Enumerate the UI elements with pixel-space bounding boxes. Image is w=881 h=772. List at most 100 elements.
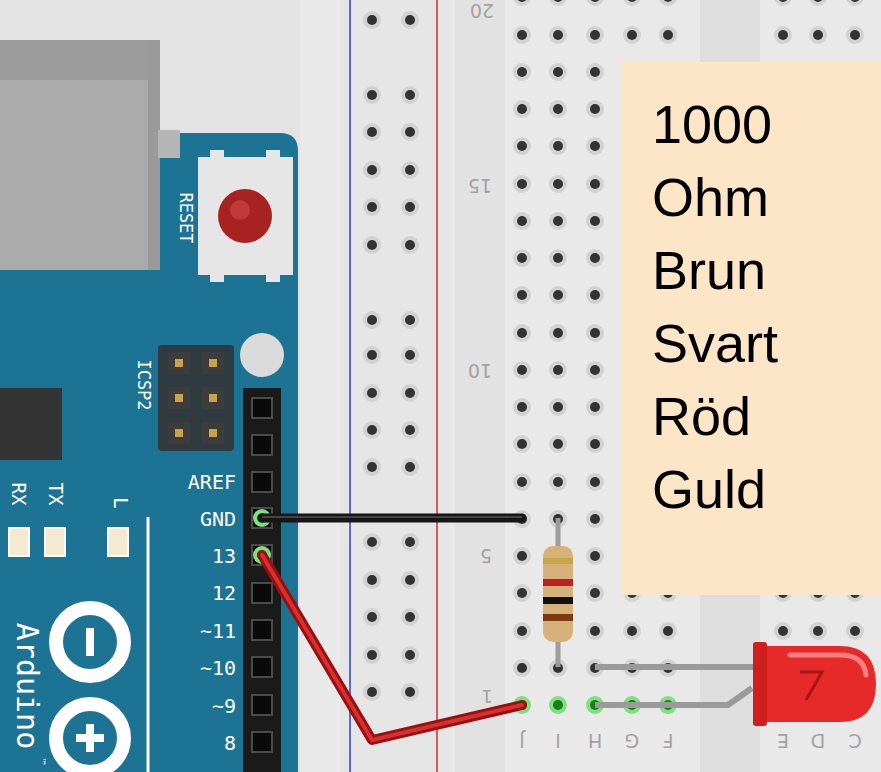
breadboard-holes <box>367 90 377 100</box>
breadboard-holes <box>590 0 600 2</box>
breadboard-holes <box>517 253 527 263</box>
breadboard-holes <box>553 439 563 449</box>
led-symbol <box>800 672 822 700</box>
breadboard-holes <box>367 350 377 360</box>
arduino-board <box>202 352 224 374</box>
breadboard-holes <box>627 30 637 40</box>
led-symbol <box>753 642 767 726</box>
column-letter: I <box>555 731 561 750</box>
breadboard-holes <box>363 198 381 216</box>
breadboard-holes <box>590 290 600 300</box>
breadboard-holes <box>623 0 641 6</box>
breadboard-holes <box>586 435 604 453</box>
breadboard-holes <box>553 253 563 263</box>
black-wire <box>262 516 522 518</box>
resistor-symbol <box>543 558 573 564</box>
breadboard-holes <box>590 551 600 561</box>
breadboard-holes <box>590 514 600 524</box>
breadboard-holes <box>513 324 531 342</box>
header-pins <box>252 398 272 418</box>
breadboard-holes <box>405 350 415 360</box>
breadboard-holes <box>590 328 600 338</box>
led-symbol <box>595 688 752 705</box>
arduino-board <box>240 333 284 377</box>
breadboard-holes <box>513 100 531 118</box>
header-pins <box>252 472 272 492</box>
breadboard-holes <box>549 473 567 491</box>
breadboard-base <box>300 0 881 772</box>
breadboard-holes <box>517 551 527 561</box>
breadboard-holes <box>405 15 415 25</box>
resistor-symbol <box>543 614 573 621</box>
breadboard-holes <box>813 0 823 2</box>
breadboard-holes <box>367 165 377 175</box>
breadboard-holes <box>517 0 527 2</box>
breadboard-holes <box>367 425 377 435</box>
breadboard-holes <box>586 0 604 6</box>
breadboard-base <box>455 0 505 772</box>
resistor-symbol <box>543 579 573 586</box>
breadboard-holes <box>405 165 415 175</box>
breadboard-holes <box>590 141 600 151</box>
row-number: 5 <box>480 546 492 565</box>
breadboard-holes <box>586 175 604 193</box>
breadboard-holes <box>553 216 563 226</box>
breadboard-holes <box>586 398 604 416</box>
breadboard-holes <box>778 626 788 636</box>
breadboard-holes <box>549 286 567 304</box>
breadboard-holes <box>590 402 600 412</box>
column-letter: E <box>777 731 789 750</box>
red-wire <box>262 555 522 740</box>
breadboard-holes <box>586 361 604 379</box>
arduino-board <box>266 274 280 282</box>
breadboard-holes <box>659 622 677 640</box>
breadboard-holes <box>659 0 677 6</box>
breadboard-holes <box>659 26 677 44</box>
breadboard-holes <box>590 626 600 636</box>
breadboard-holes <box>401 646 419 664</box>
breadboard-holes <box>623 26 641 44</box>
arduino-board <box>56 608 124 676</box>
header-pins <box>252 435 272 455</box>
breadboard-holes <box>517 626 527 636</box>
breadboard-holes <box>513 659 531 677</box>
breadboard-holes <box>401 311 419 329</box>
arduino-board <box>56 704 124 772</box>
breadboard-holes <box>517 588 527 598</box>
breadboard-holes <box>850 30 860 40</box>
breadboard-holes <box>363 346 381 364</box>
breadboard-holes <box>549 26 567 44</box>
breadboard-holes <box>553 104 563 114</box>
arduino-board <box>210 274 224 282</box>
breadboard-holes <box>363 311 381 329</box>
column-letter: G <box>625 731 640 750</box>
arduino-board <box>175 394 183 402</box>
note-box: 1000 Ohm Brun Svart Röd Guld <box>622 62 881 595</box>
breadboard-holes <box>553 67 563 77</box>
breadboard-holes <box>590 216 600 226</box>
breadboard-holes <box>401 123 419 141</box>
black-wire <box>262 514 522 523</box>
breadboard-holes <box>367 240 377 250</box>
breadboard-holes <box>517 477 527 487</box>
breadboard-holes <box>809 622 827 640</box>
breadboard-holes <box>663 0 673 2</box>
breadboard-holes <box>590 104 600 114</box>
breadboard-holes <box>405 687 415 697</box>
row-number: 10 <box>468 361 492 380</box>
arduino-board <box>202 387 224 409</box>
breadboard-holes <box>363 646 381 664</box>
breadboard-holes <box>367 612 377 622</box>
breadboard-holes <box>586 100 604 118</box>
breadboard-holes <box>367 315 377 325</box>
breadboard-holes <box>405 462 415 472</box>
breadboard-holes <box>850 626 860 636</box>
breadboard-holes <box>586 584 604 602</box>
trademark: ™ <box>37 758 46 767</box>
breadboard-holes <box>513 435 531 453</box>
breadboard-holes <box>549 175 567 193</box>
breadboard-holes <box>401 533 419 551</box>
breadboard-holes <box>405 537 415 547</box>
resistor-symbol <box>543 546 573 642</box>
